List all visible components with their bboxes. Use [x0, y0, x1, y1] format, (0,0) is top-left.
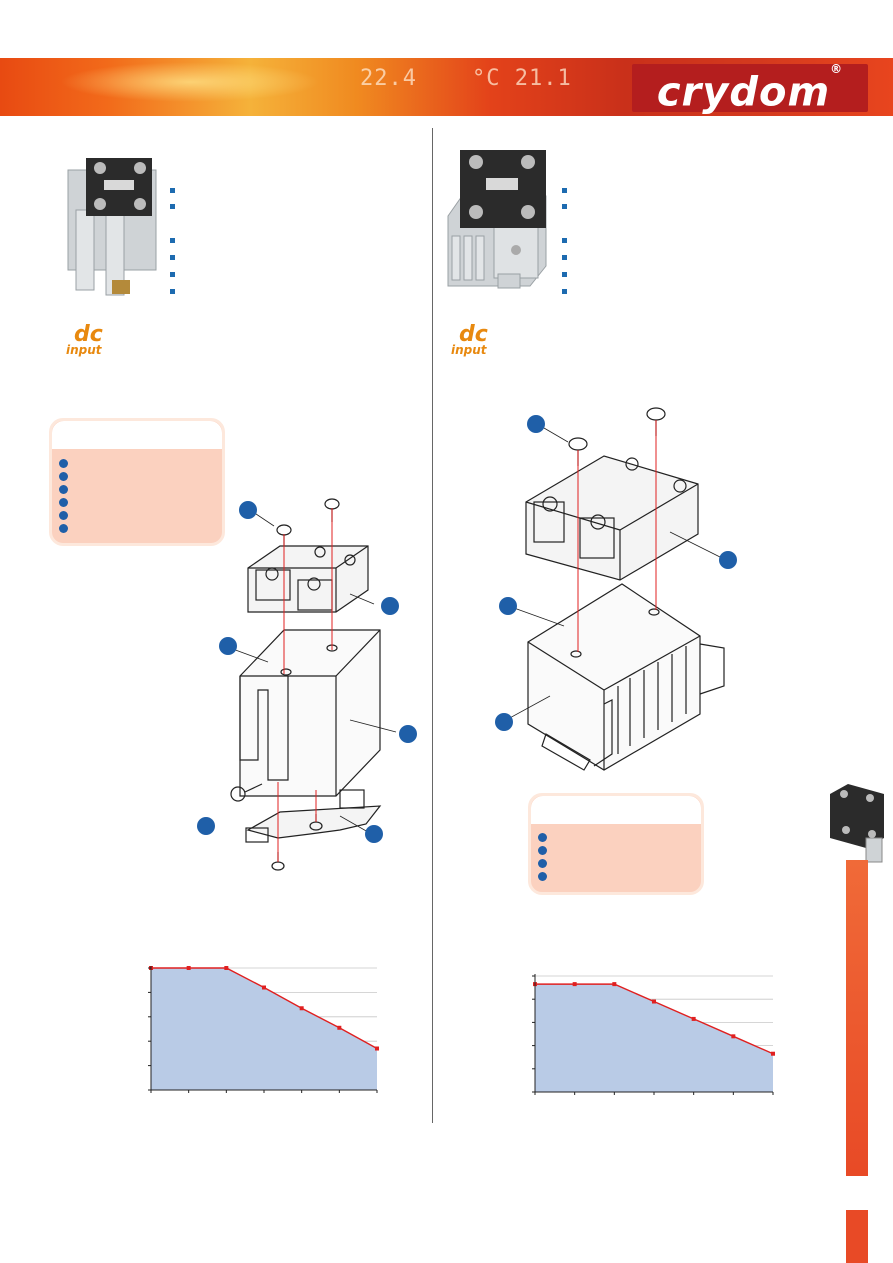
- bullet-marker: [562, 204, 567, 209]
- chart-data-point: [337, 1025, 342, 1030]
- bullet-marker: [562, 289, 567, 294]
- bullet-marker: [170, 204, 175, 209]
- callout-bullet: [495, 713, 513, 731]
- panel-item-dot: [59, 524, 68, 533]
- bullet-marker: [562, 272, 567, 277]
- banner-readout-temperature: 22.4: [360, 66, 417, 91]
- callout-bullet: [499, 597, 517, 615]
- chart-data-point: [612, 982, 617, 987]
- chart-data-point: [375, 1046, 379, 1051]
- dc-badge-top: dc: [74, 322, 103, 347]
- chart-area-fill: [535, 984, 773, 1092]
- section-side-bar: [846, 860, 868, 1176]
- side-relay-thumbnail: [830, 784, 884, 863]
- dc-badge-top: dc: [459, 322, 488, 347]
- panel-item-dot: [59, 472, 68, 481]
- dc-badge-bottom: input: [66, 343, 102, 357]
- callout-bullet: [219, 637, 237, 655]
- chart-data-point: [572, 982, 577, 987]
- chart-data-point: [224, 966, 229, 970]
- callout-bullet: [365, 825, 383, 843]
- bullet-marker: [170, 238, 175, 243]
- dc-input-badge-left: dc input: [66, 322, 103, 357]
- chart-data-point: [652, 999, 656, 1004]
- callout-bullet: [527, 415, 545, 433]
- relay-heatsink-photo-right: [447, 150, 547, 289]
- chart-data-point: [186, 966, 191, 970]
- panel-item-dot: [538, 833, 547, 842]
- callout-bullet: [719, 551, 737, 569]
- chart-area-fill: [151, 968, 377, 1090]
- chart-data-point: [771, 1051, 775, 1056]
- callout-bullet: [399, 725, 417, 743]
- panel-item-dot: [59, 498, 68, 507]
- bullet-marker: [170, 188, 175, 193]
- banner-readout-celsius: °C 21.1: [472, 66, 572, 91]
- callout-bullet: [381, 597, 399, 615]
- derating-chart-right: [532, 974, 775, 1095]
- crydom-logo: crydom®: [632, 62, 868, 116]
- banner-glow: [60, 62, 320, 102]
- relay-heatsink-photo-left: [67, 158, 157, 296]
- callout-bullet: [197, 817, 215, 835]
- bullet-marker: [170, 255, 175, 260]
- registered-mark: ®: [830, 62, 844, 76]
- dc-badge-bottom: input: [451, 343, 487, 357]
- bullet-marker: [562, 188, 567, 193]
- bullet-marker: [170, 272, 175, 277]
- panel-item-dot: [538, 859, 547, 868]
- kit-contents-panel-right: [528, 793, 704, 895]
- kit-contents-panel-left: [49, 418, 225, 546]
- panel-header: [52, 421, 222, 449]
- logo-text: crydom: [656, 69, 831, 116]
- callout-bullet: [239, 501, 257, 519]
- exploded-assembly-diagram-right: [495, 407, 737, 771]
- panel-item-dot: [538, 872, 547, 881]
- derating-chart-left: [148, 966, 379, 1093]
- chart-data-point: [691, 1016, 696, 1021]
- panel-item-dot: [59, 485, 68, 494]
- column-divider: [432, 128, 433, 1123]
- page-number-tab: [846, 1210, 868, 1263]
- bullet-marker: [562, 238, 567, 243]
- panel-item-dot: [538, 846, 547, 855]
- chart-data-point: [262, 985, 266, 990]
- chart-data-point: [731, 1034, 736, 1039]
- bullet-marker: [562, 255, 567, 260]
- panel-item-dot: [59, 511, 68, 520]
- chart-data-point: [299, 1006, 304, 1011]
- bullet-marker: [170, 289, 175, 294]
- exploded-assembly-diagram-left: [197, 498, 417, 871]
- panel-header: [531, 796, 701, 824]
- panel-item-dot: [59, 459, 68, 468]
- dc-input-badge-right: dc input: [451, 322, 488, 357]
